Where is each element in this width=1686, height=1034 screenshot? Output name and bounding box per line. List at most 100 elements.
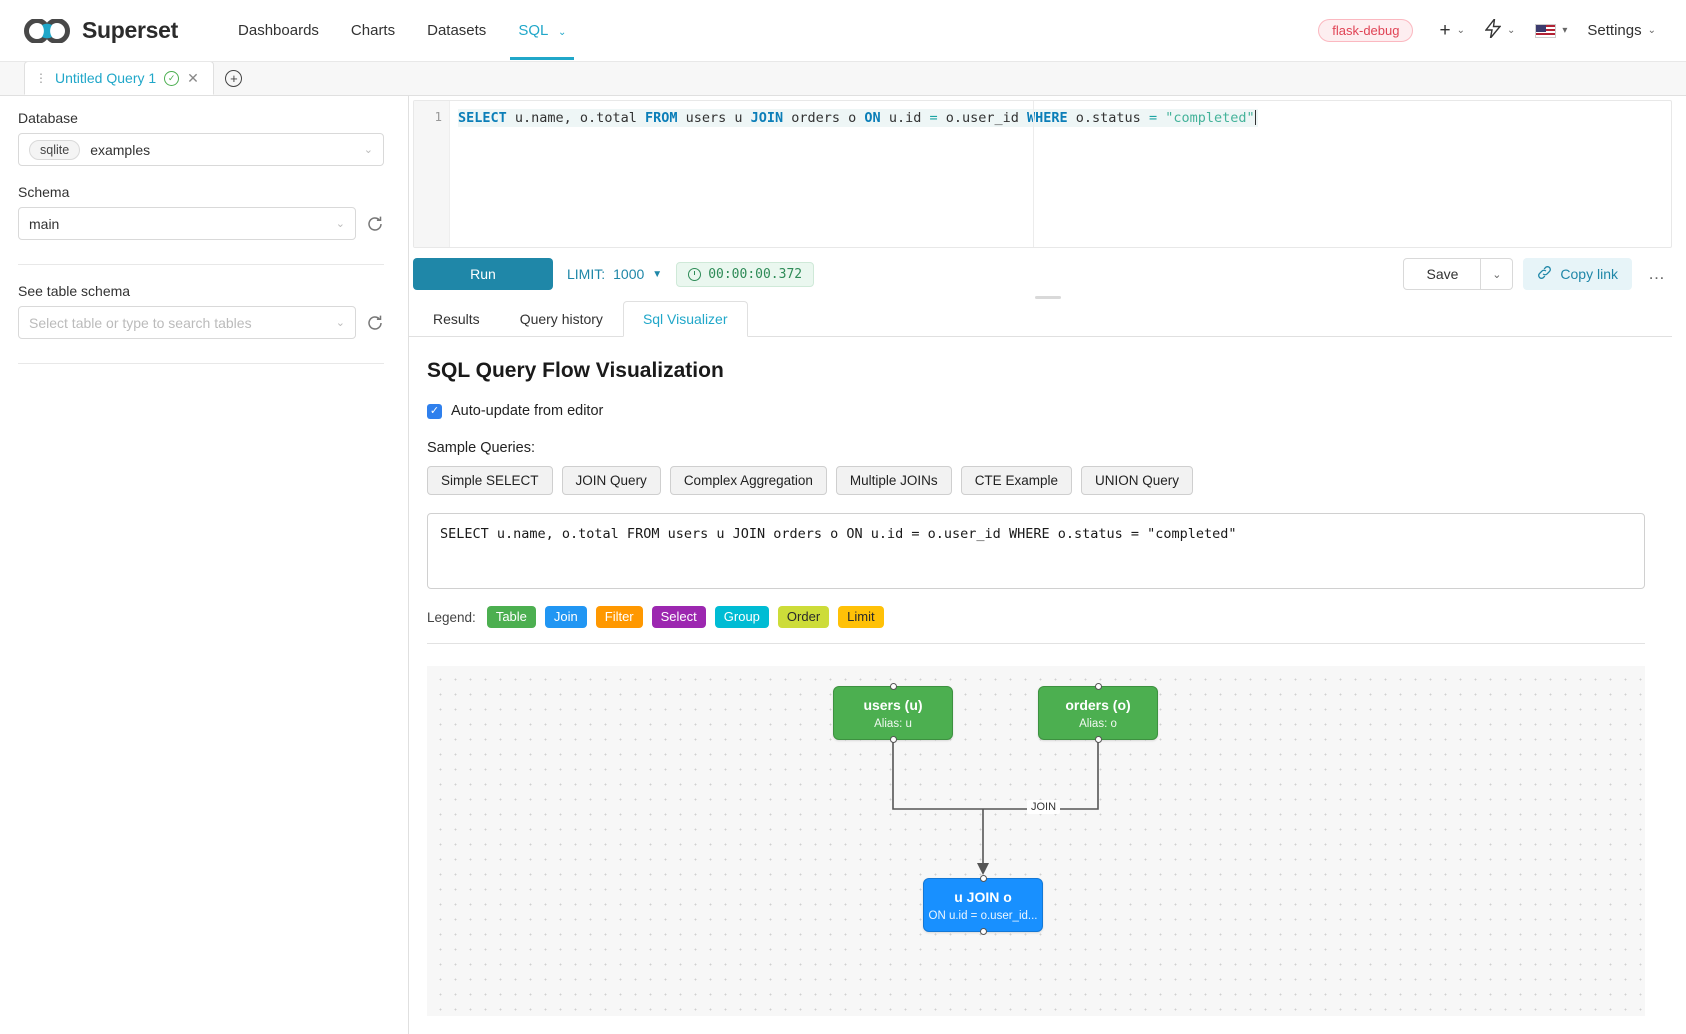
editor-column-guide [1033,101,1034,247]
nav-link-datasets-label: Datasets [427,22,487,39]
auto-update-checkbox[interactable]: ✓ [427,403,442,419]
sample-button-join-query[interactable]: JOIN Query [561,466,661,495]
editor-line-number: 1 [434,109,442,124]
schema-select[interactable]: main ⌄ [18,207,356,240]
bolt-menu-button[interactable]: ⌄ [1477,13,1523,48]
limit-label: LIMIT: [567,266,606,282]
database-select[interactable]: sqlite examples ⌄ [18,133,384,166]
save-dropdown-button[interactable]: ⌄ [1481,258,1514,290]
flow-node-orders[interactable]: orders (o) Alias: o [1038,683,1158,744]
nav-link-datasets[interactable]: Datasets [411,2,502,59]
nav-links: Dashboards Charts Datasets SQL ⌄ [222,2,582,60]
node-handle-top[interactable] [1094,683,1102,691]
query-flow-canvas[interactable]: JOIN users (u) Alias: u orders (o) Alias… [427,666,1645,1017]
sample-queries-row: Simple SELECT JOIN Query Complex Aggrega… [427,466,1672,495]
plus-icon: + [1439,20,1451,41]
toolbar-right: Save ⌄ Copy link … [1403,258,1672,290]
legend-badge-join: Join [544,606,587,629]
sample-button-union-query[interactable]: UNION Query [1080,466,1193,495]
page-title: SQL Query Flow Visualization [427,359,724,382]
chevron-down-icon: ⌄ [1492,268,1502,281]
sample-button-simple-select[interactable]: Simple SELECT [427,466,553,495]
query-tab-bar: ⋮ Untitled Query 1 ✓ ✕ + [0,61,1686,96]
flow-node-join-condition: ON u.id = o.user_id... [928,909,1038,922]
left-panel: Database sqlite examples ⌄ Schema main ⌄… [0,96,409,1034]
chevron-down-icon: ⌄ [335,218,345,230]
limit-value: 1000 [613,266,645,282]
run-button[interactable]: Run [413,258,553,290]
refresh-schema-icon[interactable] [366,215,384,233]
link-icon [1537,265,1552,283]
add-query-tab-button[interactable]: + [214,61,254,95]
table-select[interactable]: Select table or type to search tables ⌄ [18,306,356,339]
tab-results[interactable]: Results [433,311,480,327]
language-picker-button[interactable]: ▾ [1527,18,1575,44]
sample-button-complex-aggregation[interactable]: Complex Aggregation [669,466,827,495]
brand-logo[interactable]: Superset [24,17,178,44]
save-button[interactable]: Save [1403,258,1482,290]
legend-badge-limit: Limit [838,606,884,629]
nav-link-dashboards[interactable]: Dashboards [222,2,335,59]
limit-dropdown[interactable]: LIMIT: 1000 ▼ [567,266,662,282]
flow-node-join[interactable]: u JOIN o ON u.id = o.user_id... [923,875,1043,936]
drag-handle-icon[interactable]: ⋮ [35,71,47,85]
schema-label: Schema [18,184,70,200]
success-check-icon: ✓ [164,70,180,86]
node-handle-top[interactable] [979,875,987,883]
copy-link-label: Copy link [1560,266,1618,282]
clock-icon [688,267,702,281]
node-handle-bottom[interactable] [889,736,897,744]
navbar-right: flask-debug + ⌄ ⌄ ▾ Settings ⌄ [1318,13,1664,48]
chevron-down-icon: ⌄ [557,27,567,38]
close-icon[interactable]: ✕ [187,70,199,86]
infinity-logo-icon [24,18,72,43]
caret-down-icon: ▼ [652,268,663,280]
node-handle-top[interactable] [889,683,897,691]
panel-resize-handle[interactable] [409,296,1686,299]
new-item-button[interactable]: + ⌄ [1431,15,1473,46]
table-select-placeholder: Select table or type to search tables [29,314,252,331]
node-handle-bottom[interactable] [979,928,987,936]
tab-sql-visualizer[interactable]: Sql Visualizer [622,301,748,337]
legend-badge-group: Group [714,606,769,629]
settings-menu-button[interactable]: Settings ⌄ [1579,16,1664,45]
sql-editor[interactable]: 1 SELECT u.name, o.total FROM users u JO… [413,100,1672,248]
database-label: Database [18,110,78,126]
sample-queries-label: Sample Queries: [427,440,535,456]
query-tab-untitled-query-1[interactable]: ⋮ Untitled Query 1 ✓ ✕ [24,61,214,95]
sample-button-cte-example[interactable]: CTE Example [960,466,1072,495]
flow-node-users[interactable]: users (u) Alias: u [833,683,953,744]
caret-down-icon: ▾ [1562,25,1568,36]
top-navbar: Superset Dashboards Charts Datasets SQL … [0,0,1686,62]
refresh-tables-icon[interactable] [366,314,384,332]
nav-link-sql[interactable]: SQL ⌄ [502,2,582,60]
sql-input-textarea[interactable] [427,513,1645,589]
panel-divider [18,264,384,265]
flow-node-orders-title: orders (o) [1065,696,1131,713]
legend-badge-select: Select [651,606,706,629]
us-flag-icon [1535,23,1557,38]
node-handle-bottom[interactable] [1094,736,1102,744]
query-tab-label: Untitled Query 1 [55,70,157,86]
nav-link-sql-label: SQL [518,22,548,39]
nav-link-charts-label: Charts [350,22,396,39]
more-options-icon[interactable]: … [1648,264,1666,283]
legend-label: Legend: [427,609,476,625]
right-panel: 1 SELECT u.name, o.total FROM users u JO… [409,96,1686,1034]
copy-link-button[interactable]: Copy link [1523,258,1632,290]
sample-button-multiple-joins[interactable]: Multiple JOINs [835,466,952,495]
sql-visualizer-panel: SQL Query Flow Visualization ✓ Auto-upda… [409,337,1686,1034]
resize-grip [1034,296,1061,299]
tab-query-history[interactable]: Query history [519,311,603,327]
result-tab-bar: Results Query history Sql Visualizer [409,301,1672,337]
schema-row: main ⌄ [18,207,384,240]
query-timer: 00:00:00.372 [676,261,815,287]
edge-label-join: JOIN [1027,800,1061,815]
nav-link-dashboards-label: Dashboards [238,22,319,39]
flow-node-join-title: u JOIN o [954,888,1012,905]
chevron-down-icon: ⌄ [1506,25,1516,36]
editor-code-area[interactable]: SELECT u.name, o.total FROM users u JOIN… [450,101,1671,247]
nav-link-charts[interactable]: Charts [335,2,411,59]
chevron-down-icon: ⌄ [363,144,373,156]
schema-value: main [29,215,60,232]
